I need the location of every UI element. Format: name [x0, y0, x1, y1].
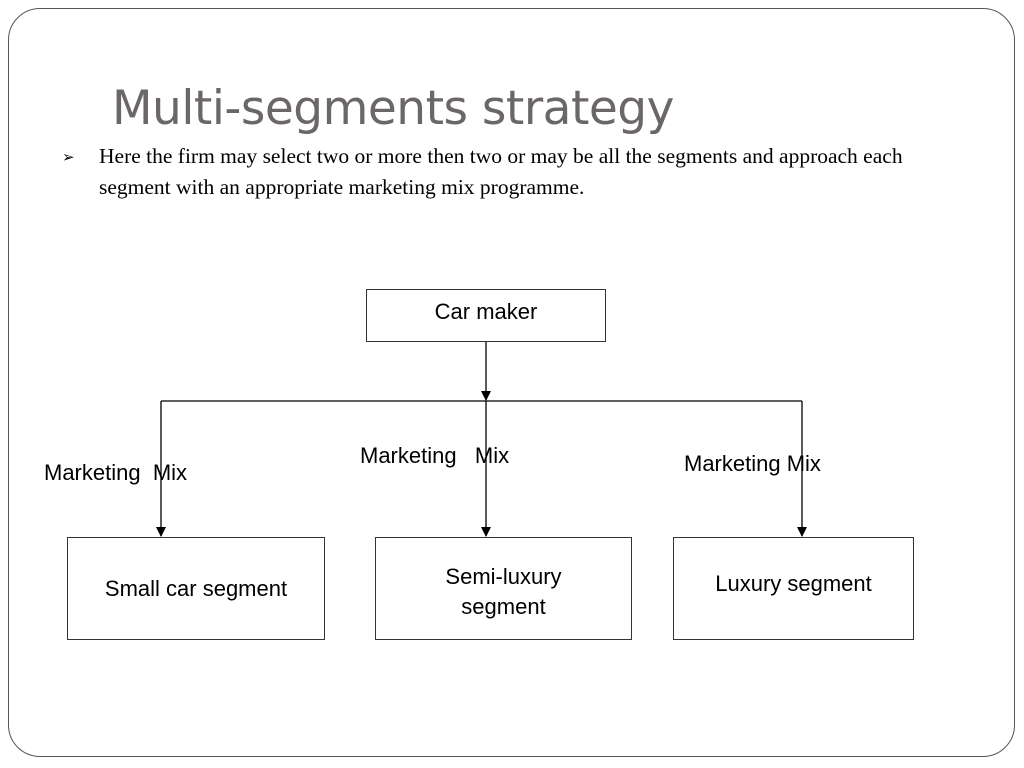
marketing-mix-label-small: Marketing Mix [44, 460, 188, 485]
arrow-bullet-icon: ➢ [62, 148, 75, 166]
small-car-segment-box: Small car segment [67, 537, 325, 640]
luxury-segment-box: Luxury segment [673, 537, 914, 640]
semi-luxury-segment-label: Semi-luxury segment [445, 564, 562, 619]
marketing-mix-label-luxury: Marketing Mix [684, 451, 821, 476]
bullet-text: Here the firm may select two or more the… [99, 144, 903, 199]
luxury-segment-label: Luxury segment [715, 571, 872, 596]
semi-luxury-segment-box: Semi-luxury segment [375, 537, 632, 640]
small-car-segment-label: Small car segment [104, 575, 288, 601]
slide-title: Multi-segments strategy [112, 81, 674, 136]
marketing-mix-label-semi: Marketing Mix [360, 443, 510, 468]
car-maker-label: Car maker [434, 299, 538, 324]
car-maker-box: Car maker [366, 289, 606, 342]
